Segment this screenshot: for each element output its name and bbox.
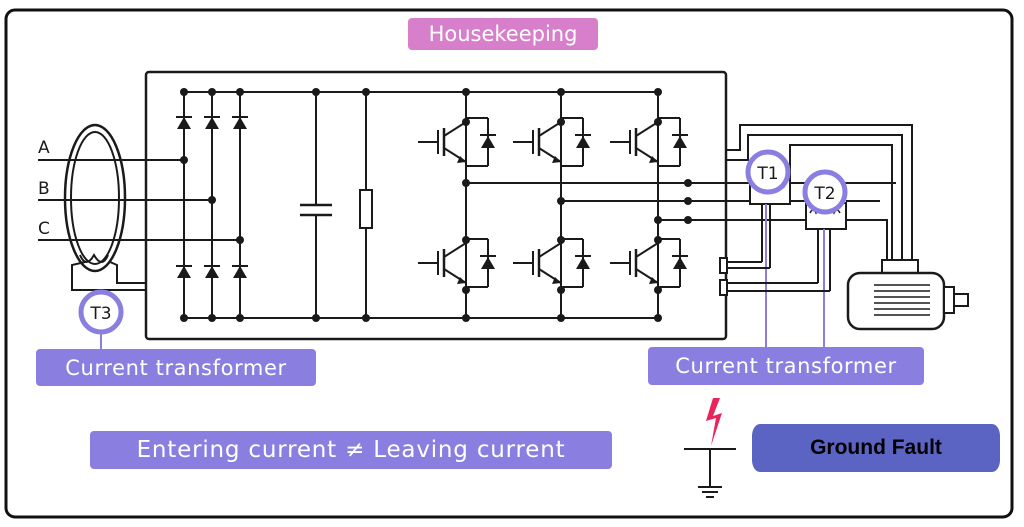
current-transformer-label-right: Current transformer: [648, 347, 924, 385]
t1-badge: T1: [745, 149, 791, 195]
t3-label: T3: [89, 304, 111, 324]
ct-t2-sensor: [805, 202, 847, 348]
phase-label-a: A: [38, 138, 50, 158]
inverter-bridge: [416, 92, 690, 318]
title-housekeeping: Housekeeping: [408, 18, 598, 50]
ground-symbol: [684, 448, 736, 498]
ct-loop-inner: [70, 131, 120, 265]
lightning-icon: [706, 398, 722, 446]
bleeder-resistor: [359, 92, 373, 318]
ct-leads: [719, 257, 830, 296]
outer-frame: [4, 8, 1014, 519]
t1-label: T1: [756, 164, 778, 184]
current-equation-label: Entering current ≠ Leaving current: [90, 431, 612, 469]
rectifier-bridge: [175, 92, 249, 318]
motor-icon: [846, 259, 969, 331]
dc-link-capacitor: [300, 92, 332, 318]
ground-fault-label: Ground Fault: [752, 424, 1000, 472]
t2-badge: T2: [802, 169, 848, 215]
ct-t1-sensor: [749, 177, 791, 350]
ct-loop-outer: [63, 123, 127, 273]
junction-dots: [180, 88, 692, 322]
drive-enclosure: [144, 70, 728, 341]
phase-label-c: C: [38, 219, 50, 239]
current-transformer-label-left: Current transformer: [36, 349, 316, 386]
output-lines: [466, 124, 913, 262]
t2-label: T2: [813, 184, 835, 204]
phase-label-b: B: [38, 179, 50, 199]
t3-badge: T3: [78, 289, 124, 335]
